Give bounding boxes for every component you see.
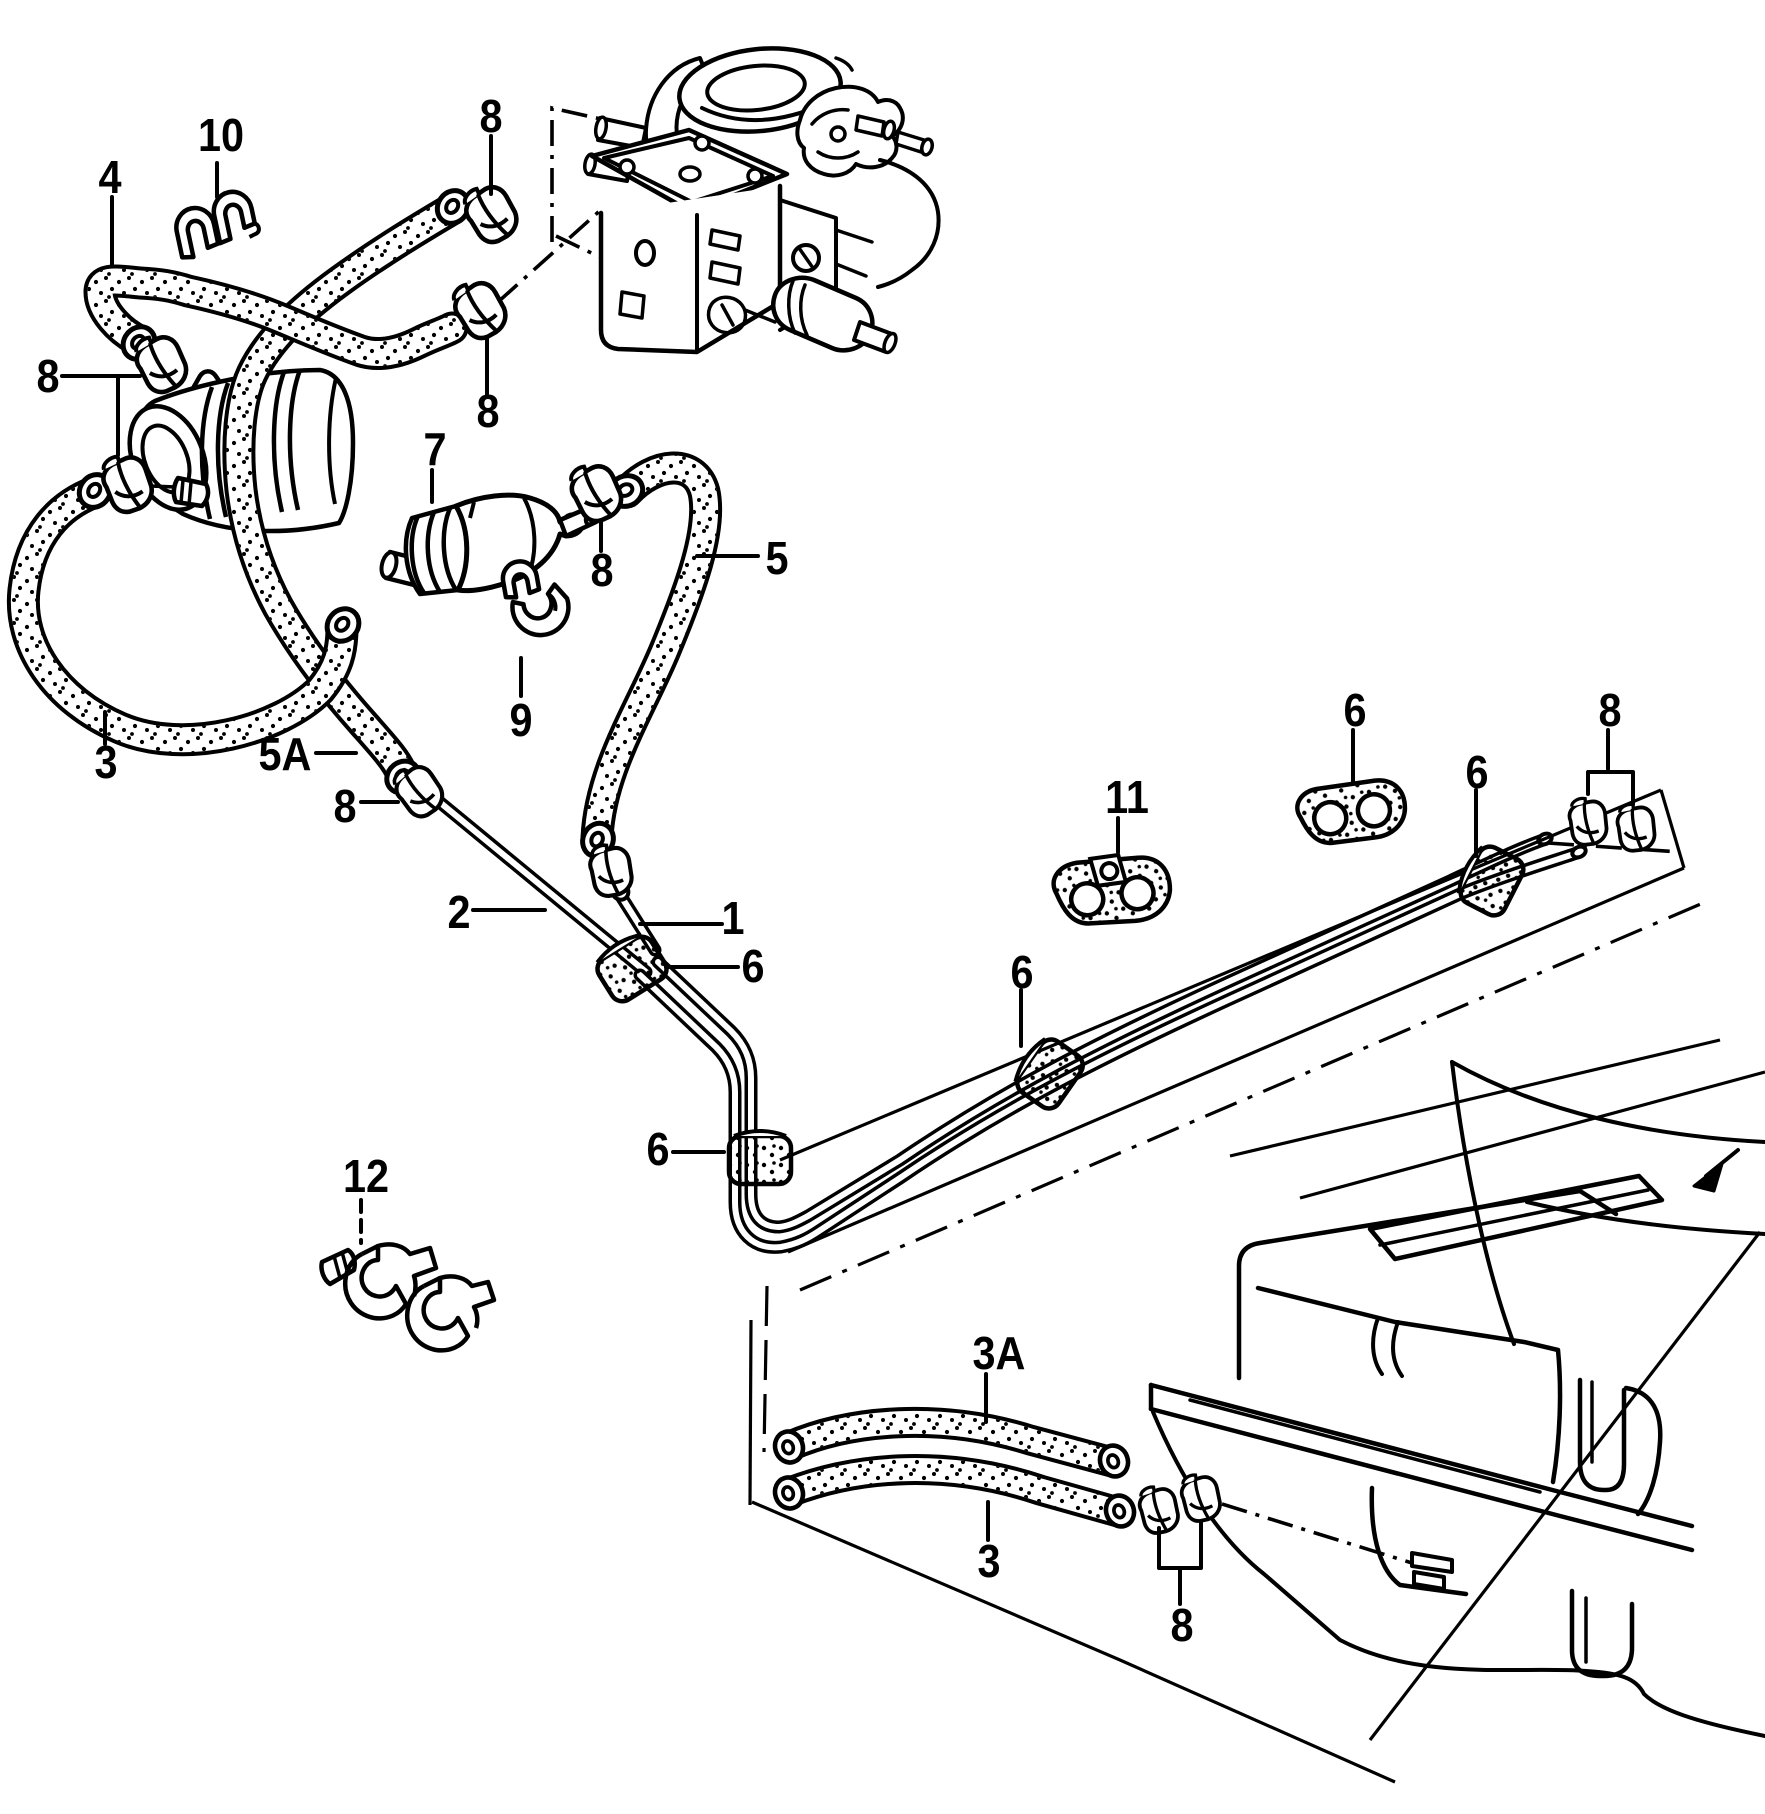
svg-text:8: 8 [333,781,356,833]
svg-text:8: 8 [476,386,499,438]
svg-text:8: 8 [36,351,59,403]
svg-text:6: 6 [646,1124,669,1176]
svg-text:10: 10 [198,110,244,162]
svg-text:3A: 3A [973,1328,1026,1380]
svg-text:3: 3 [94,737,117,789]
svg-text:6: 6 [1343,685,1366,737]
svg-text:11: 11 [1105,772,1149,824]
svg-text:5: 5 [765,533,788,585]
svg-text:3: 3 [977,1536,1000,1588]
svg-text:12: 12 [343,1151,389,1203]
svg-text:8: 8 [479,91,502,143]
svg-text:9: 9 [509,695,532,747]
svg-text:8: 8 [1170,1600,1193,1652]
svg-text:1: 1 [721,893,744,945]
svg-text:6: 6 [741,941,764,993]
svg-text:7: 7 [423,424,446,476]
svg-text:6: 6 [1010,947,1033,999]
svg-text:8: 8 [590,545,613,597]
svg-text:8: 8 [1598,685,1621,737]
svg-text:6: 6 [1465,747,1488,799]
svg-text:2: 2 [447,887,470,939]
svg-text:5A: 5A [259,729,312,781]
svg-text:4: 4 [98,152,122,204]
